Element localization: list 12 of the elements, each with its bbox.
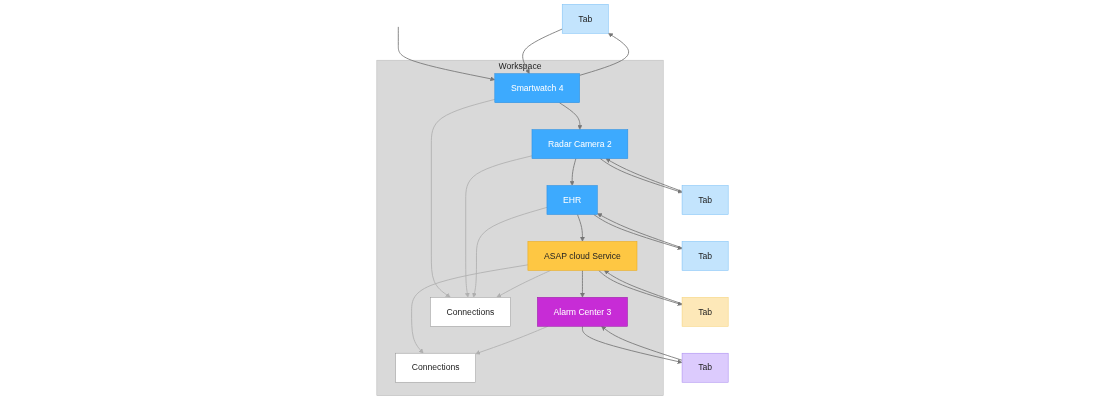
- node-box: Tab: [681, 352, 729, 383]
- node-box: ASAP cloud Service: [527, 241, 638, 271]
- node-box: Connections: [430, 297, 511, 327]
- node-box: Radar Camera 2: [531, 129, 629, 159]
- node-box: Connections: [395, 352, 476, 383]
- node-box: Smartwatch 4: [494, 73, 580, 103]
- node-box: EHR: [546, 185, 598, 215]
- node-box: Tab: [681, 185, 729, 215]
- node-box: Tab: [681, 241, 729, 271]
- node-box: Tab: [561, 4, 609, 34]
- node-box: Tab: [681, 297, 729, 327]
- node-box: Alarm Center 3: [537, 297, 628, 327]
